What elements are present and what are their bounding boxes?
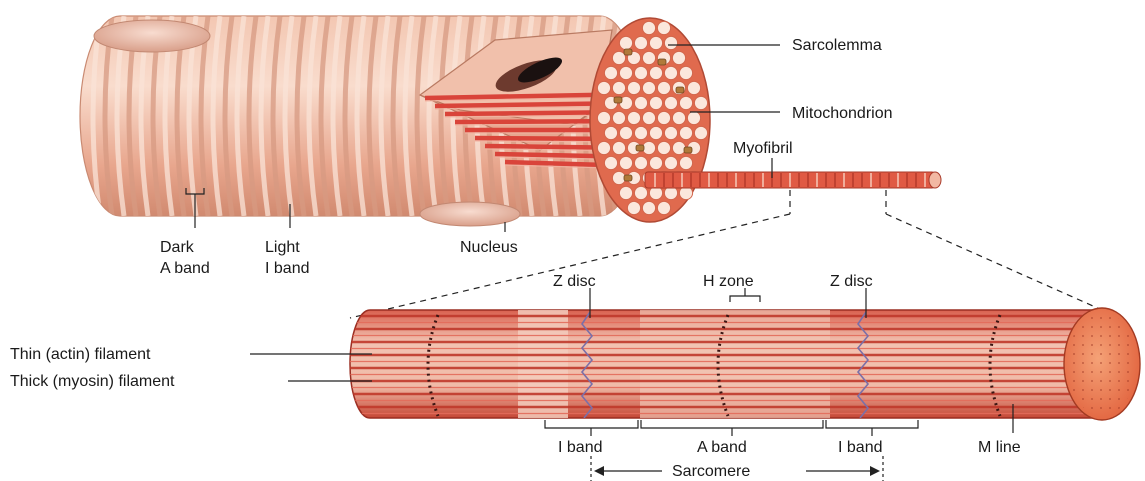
label-thin-filament: Thin (actin) filament (10, 346, 151, 363)
label-z-disc-right: Z disc (830, 273, 873, 290)
label-i-band-light: I band (265, 260, 309, 277)
label-i-band-left: I band (558, 439, 602, 456)
a-band-region-left (518, 310, 568, 418)
label-z-disc-left: Z disc (553, 273, 596, 290)
label-light: Light (265, 239, 300, 256)
label-sarcolemma: Sarcolemma (792, 37, 882, 54)
label-myofibril: Myofibril (733, 140, 793, 157)
label-dark: Dark (160, 239, 195, 256)
label-i-band-right: I band (838, 439, 882, 456)
label-thick-filament: Thick (myosin) filament (10, 373, 175, 390)
single-myofibril (645, 172, 941, 188)
label-mitochondrion: Mitochondrion (792, 105, 893, 122)
magnified-myofibril (350, 308, 1140, 420)
label-nucleus: Nucleus (460, 239, 518, 256)
label-a-band: A band (697, 439, 747, 456)
label-h-zone: H zone (703, 273, 754, 290)
nucleus-top (94, 20, 210, 52)
label-a-band-dark: A band (160, 260, 210, 277)
label-sarcomere: Sarcomere (672, 463, 750, 480)
cut-face (590, 18, 710, 222)
a-band-region (640, 310, 830, 418)
label-m-line: M line (978, 439, 1021, 456)
